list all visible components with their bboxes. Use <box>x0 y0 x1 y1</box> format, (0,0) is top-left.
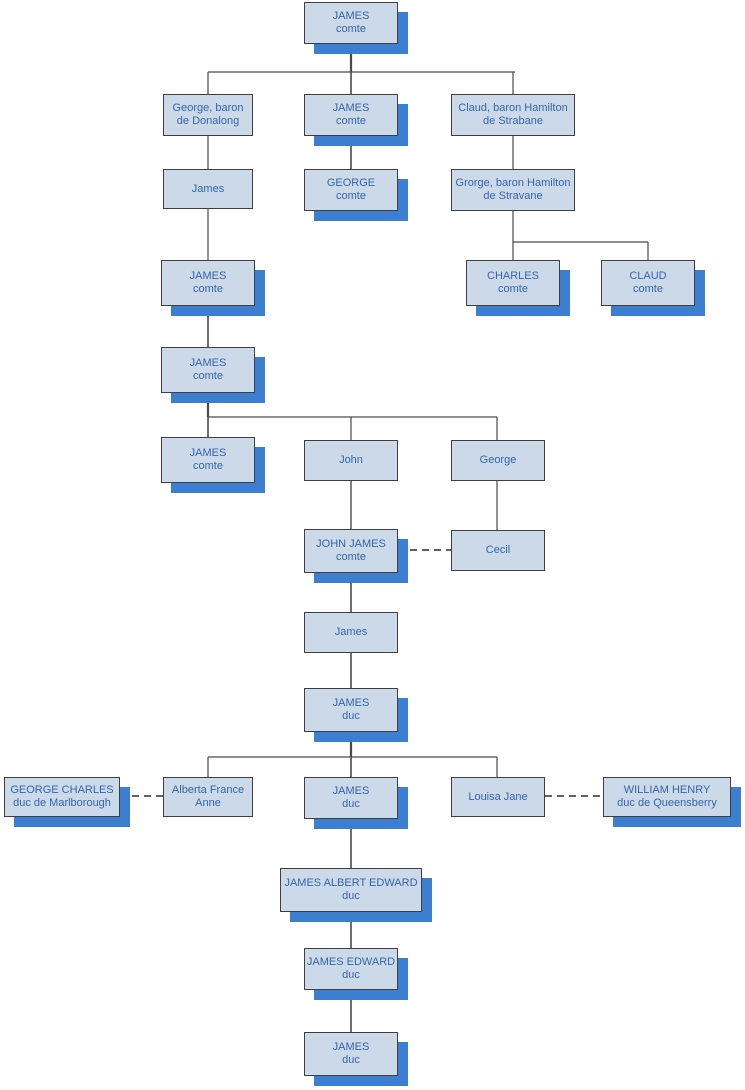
node-name: George <box>479 454 517 466</box>
node-name: JAMES <box>332 785 370 797</box>
node-title: duc <box>342 710 360 722</box>
node-name: JAMES <box>332 697 370 709</box>
node-name: James <box>191 182 225 195</box>
node-title: comte <box>336 551 366 563</box>
node-name: CLAUD <box>629 270 667 282</box>
node-title: duc de Queensberry <box>617 797 717 809</box>
node-name: JAMES <box>332 1041 370 1053</box>
tree-node[interactable]: John <box>304 440 398 481</box>
node-title: de Stravane <box>483 190 543 202</box>
tree-node[interactable]: James <box>304 612 398 653</box>
node-title: comte <box>193 370 223 382</box>
node-name: James <box>334 626 368 638</box>
marriage-connectors <box>120 549 603 797</box>
node-title: de Donalong <box>176 115 240 127</box>
node-name: JOHN JAMES <box>316 538 386 550</box>
node-name: JAMES ALBERT EDWARD <box>284 877 418 889</box>
node-title: comte <box>336 115 366 127</box>
node-title: comte <box>498 283 528 295</box>
node-title: duc <box>342 969 360 981</box>
node-name: JAMES EDWARD <box>306 956 396 968</box>
node-name: Claud, baron Hamilton <box>458 102 568 114</box>
node-title: duc <box>342 890 360 902</box>
tree-node[interactable]: Cecil <box>451 530 545 571</box>
node-name: Grorge, baron Hamilton <box>455 177 571 189</box>
node-title: comte <box>336 23 366 35</box>
tree-node[interactable]: Louisa Jane <box>451 777 545 817</box>
node-name: CHARLES <box>487 270 539 282</box>
node-title: comte <box>193 460 223 472</box>
node-title: Anne <box>195 797 221 809</box>
node-title: de Strabane <box>483 115 543 127</box>
node-title: comte <box>193 283 223 295</box>
tree-node[interactable]: James <box>163 169 253 209</box>
node-name: John <box>339 454 363 466</box>
node-title: comte <box>336 190 366 202</box>
node-name: WILLIAM HENRY <box>623 784 711 796</box>
descent-connectors <box>206 44 649 1032</box>
node-name: George, baron <box>172 102 244 114</box>
node-title: comte <box>633 283 663 295</box>
node-name: JAMES <box>332 102 370 114</box>
node-name: JAMES <box>189 270 227 282</box>
node-name: GEORGE <box>326 177 376 189</box>
node-name: GEORGE CHARLES <box>10 784 114 796</box>
node-title: duc <box>342 798 360 810</box>
node-name: JAMES <box>189 447 227 459</box>
tree-node[interactable]: George <box>451 440 545 481</box>
node-name: Cecil <box>485 544 511 556</box>
node-name: JAMES <box>189 357 227 369</box>
node-title: duc de Marlborough <box>13 797 111 809</box>
node-name: Alberta France <box>171 784 245 796</box>
node-name: Louisa Jane <box>468 790 528 803</box>
node-title: duc <box>342 1054 360 1066</box>
node-name: JAMES <box>332 10 370 22</box>
